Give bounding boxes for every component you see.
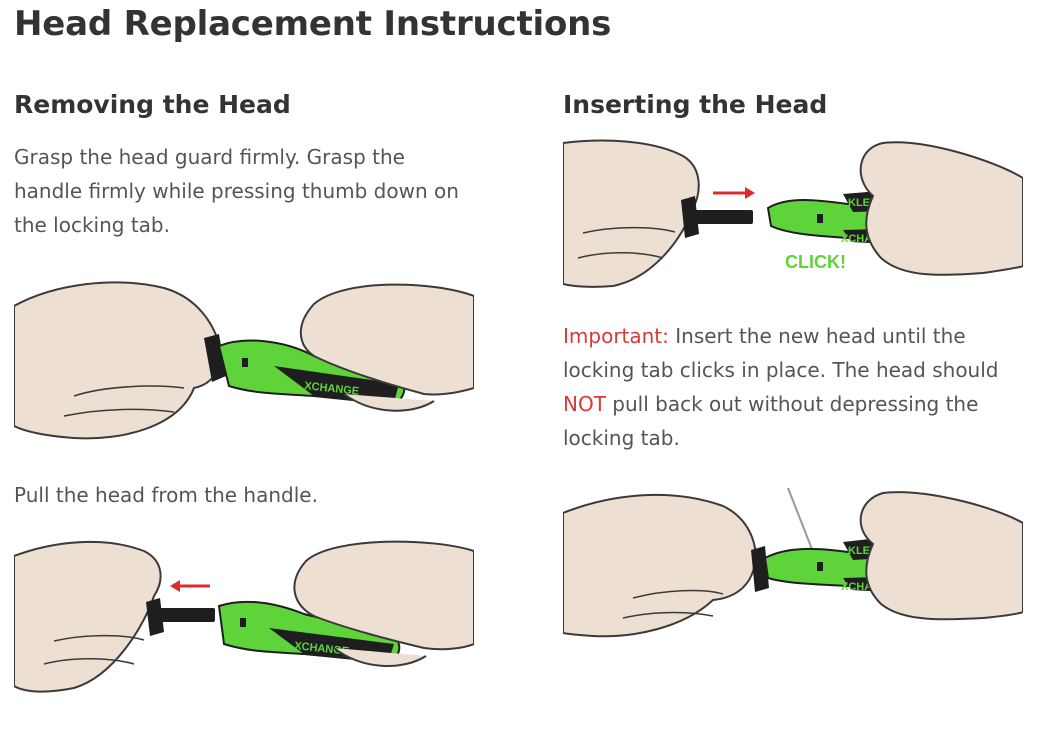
locking-tab-illustration: [817, 562, 823, 571]
grasp-illustration: XCHANGE: [14, 281, 474, 440]
head-guard-illustration: [681, 196, 699, 238]
bit-head-illustration: [693, 210, 753, 224]
important-label: Important:: [563, 324, 669, 348]
inserting-section: Inserting the Head KLEVER XCHANGE CLICK!…: [563, 90, 1033, 638]
bit-head-illustration: [160, 608, 215, 622]
right-hand-illustration: [859, 141, 1023, 276]
handle-brand-text: XCHANGE: [294, 640, 350, 658]
pull-illustration: XCHANGE: [14, 540, 474, 693]
right-hand-illustration: [859, 491, 1023, 621]
handle-brand-text: XCHANGE: [304, 380, 360, 398]
removing-section: Removing the Head Grasp the head guard f…: [14, 90, 484, 693]
inserting-heading: Inserting the Head: [563, 90, 828, 119]
left-hand-illustration: [563, 139, 700, 288]
left-hand-illustration: [14, 540, 162, 693]
right-hand-illustration: [293, 540, 474, 651]
left-hand-illustration: [563, 493, 757, 638]
removing-step-2: Pull the head from the handle.: [14, 483, 318, 507]
page-title: Head Replacement Instructions: [14, 4, 612, 44]
head-guard-illustration: [146, 598, 164, 636]
arrow-right-icon: [713, 187, 755, 199]
click-label: CLICK!: [785, 252, 846, 272]
removing-step-1: Grasp the head guard firmly. Grasp the h…: [14, 145, 459, 237]
removing-heading: Removing the Head: [14, 90, 291, 119]
important-text-1: Insert the new head until the locking ta…: [563, 324, 999, 382]
insert-illustration: KLEVER XCHANGE CLICK!: [563, 139, 1023, 288]
left-hand-illustration: [14, 281, 222, 440]
not-emphasis: NOT: [563, 392, 606, 416]
arrow-left-icon: [170, 580, 210, 592]
locked-illustration: KLEVER XCHANGE: [563, 488, 1023, 638]
important-text-2: pull back out without depressing the loc…: [563, 392, 979, 450]
important-note: Important: Insert the new head until the…: [563, 319, 1023, 455]
right-hand-illustration: [299, 283, 474, 396]
